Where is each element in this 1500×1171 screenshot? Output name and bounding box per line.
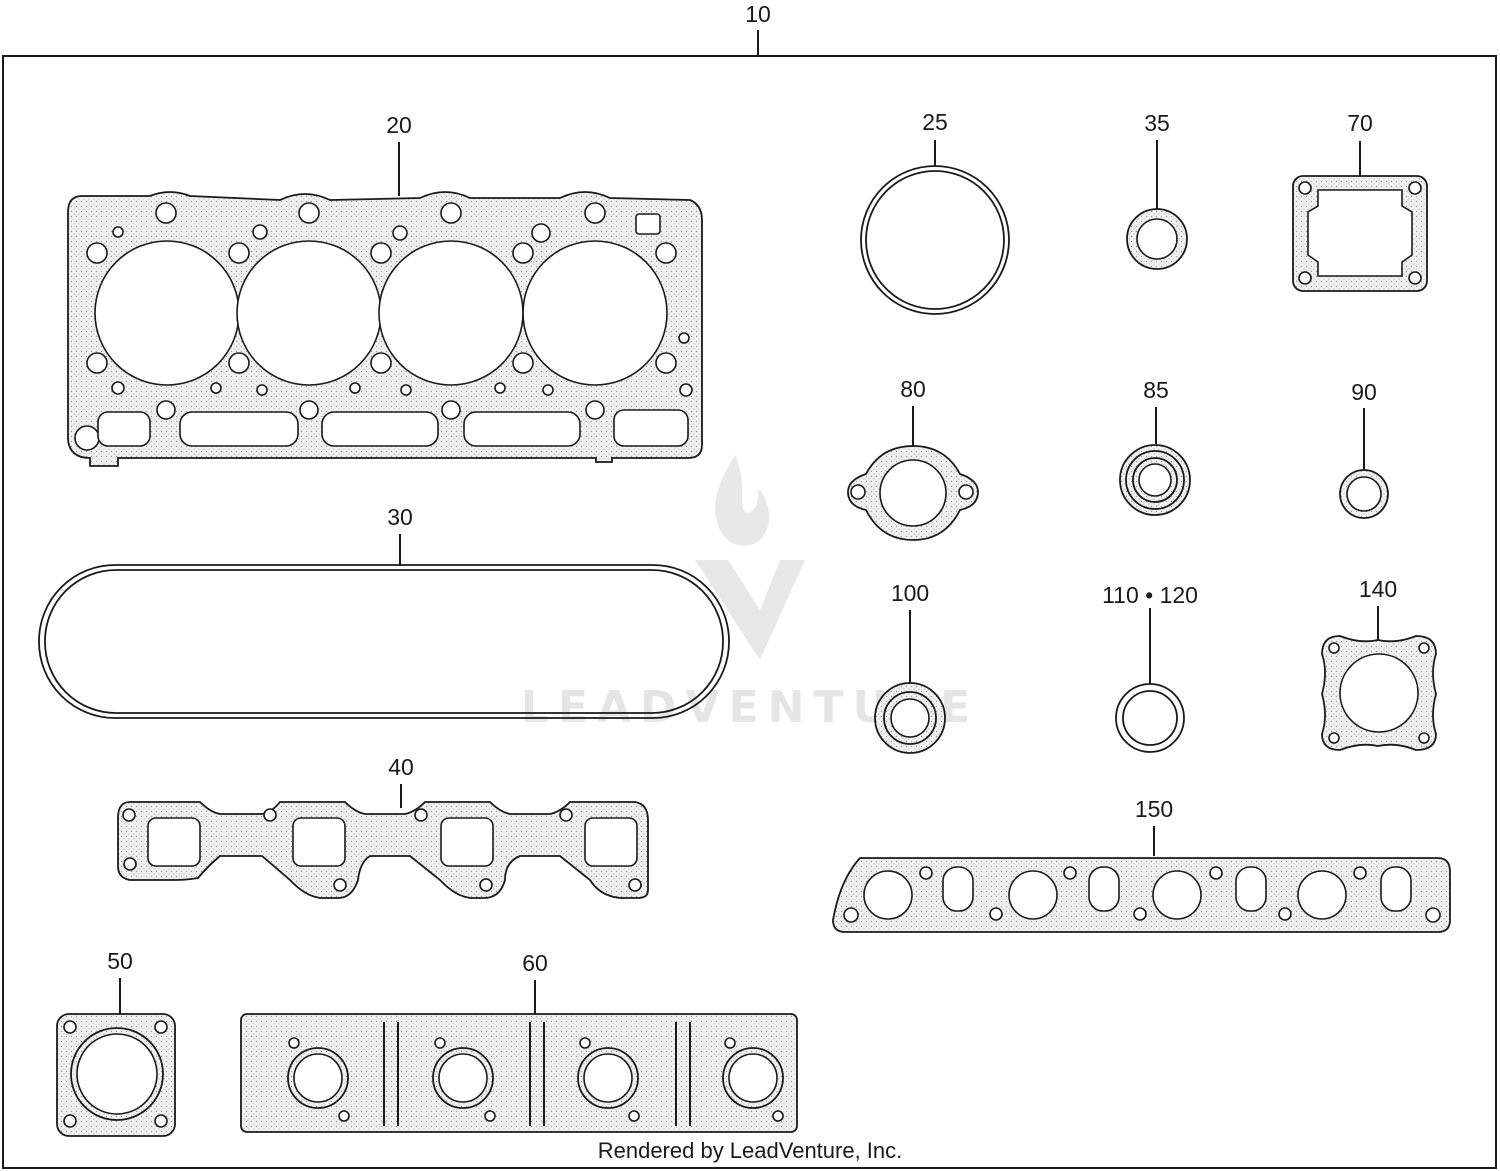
- part-label[interactable]: 40: [388, 754, 414, 780]
- part-label[interactable]: 150: [1135, 796, 1173, 822]
- assembly-frame: [2, 55, 1497, 1169]
- part-25-o-ring[interactable]: 25: [860, 109, 1010, 315]
- part-label[interactable]: 30: [387, 504, 413, 530]
- part-70-gasket[interactable]: 70: [1292, 110, 1428, 292]
- part-150-manifold-gasket[interactable]: 150: [832, 796, 1451, 933]
- part-label[interactable]: 50: [107, 948, 133, 974]
- part-label[interactable]: 140: [1359, 576, 1397, 602]
- part-label[interactable]: 25: [922, 109, 948, 135]
- part-label[interactable]: 100: [891, 580, 929, 606]
- part-90-ring[interactable]: 90: [1339, 379, 1389, 519]
- part-50-gasket[interactable]: 50: [56, 948, 176, 1137]
- part-label[interactable]: 110 • 120: [1102, 582, 1198, 608]
- part-35-gasket[interactable]: 35: [1126, 110, 1188, 270]
- flame-icon: [715, 455, 770, 546]
- part-85-seal[interactable]: 85: [1119, 377, 1191, 516]
- part-label[interactable]: 70: [1347, 110, 1373, 136]
- part-30-oval-gasket[interactable]: 30: [38, 504, 730, 719]
- part-110-120-ring[interactable]: 110 • 120: [1102, 582, 1198, 753]
- part-label[interactable]: 20: [386, 112, 412, 138]
- part-100-seal[interactable]: 100: [874, 580, 946, 754]
- part-140-gasket[interactable]: 140: [1321, 576, 1437, 751]
- part-label[interactable]: 60: [522, 950, 548, 976]
- chevron-logo-icon: [695, 560, 805, 660]
- part-label[interactable]: 85: [1143, 377, 1169, 403]
- part-label[interactable]: 80: [900, 376, 926, 402]
- part-20-head-gasket[interactable]: 20: [67, 112, 703, 467]
- part-80-flange-gasket[interactable]: 80: [847, 376, 979, 541]
- part-60-manifold-gasket[interactable]: 60: [240, 950, 798, 1133]
- assembly-label[interactable]: 10: [745, 1, 771, 27]
- part-label[interactable]: 90: [1351, 379, 1377, 405]
- part-label[interactable]: 35: [1144, 110, 1170, 136]
- footer-credit: Rendered by LeadVenture, Inc.: [598, 1138, 903, 1163]
- part-40-manifold-gasket[interactable]: 40: [117, 754, 649, 899]
